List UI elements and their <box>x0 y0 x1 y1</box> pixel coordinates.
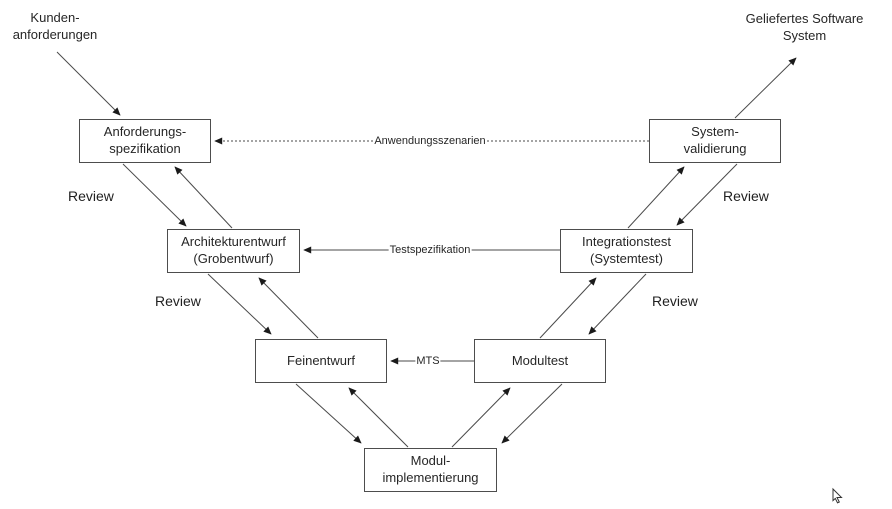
arrow-feinentwurf-down-to-modulimplementierung <box>295 383 362 444</box>
arrow-modultest-up-to-integrationstest <box>539 277 597 339</box>
arrow-kundenanforderungen-to-anforderungsspezifikation <box>56 51 121 116</box>
arrow-architektur-review-up-to-anforderung <box>174 166 233 229</box>
edge-label-anwendungsszenarien: Anwendungsszenarien <box>373 135 487 147</box>
edge-label-mts: MTS <box>415 355 441 367</box>
arrow-anforderung-down-to-architektur <box>122 163 187 227</box>
arrow-feinentwurf-review-up-to-architektur <box>258 277 319 339</box>
arrow-modulimplementierung-up-to-feinentwurf <box>348 387 409 448</box>
edge-label-testspezifikation: Testspezifikation <box>388 244 472 256</box>
node-modultest: Modultest <box>474 339 606 383</box>
arrow-integrationstest-up-to-systemvalidierung <box>627 166 685 229</box>
node-anforderungsspezifikation: Anforderungs- spezifikation <box>79 119 211 163</box>
arrow-modultest-down-to-modulimplementierung <box>501 383 563 444</box>
node-modulimplementierung: Modul- implementierung <box>364 448 497 492</box>
arrow-integrationstest-review-down-to-modultest <box>588 273 647 335</box>
label-review-left-1: Review <box>68 188 114 204</box>
label-review-right-1: Review <box>723 188 769 204</box>
node-feinentwurf: Feinentwurf <box>255 339 387 383</box>
arrow-modulimplementierung-up-to-modultest <box>451 387 511 448</box>
label-review-right-2: Review <box>652 293 698 309</box>
label-geliefertes-software-system: Geliefertes Software System <box>745 11 864 43</box>
label-review-left-2: Review <box>155 293 201 309</box>
arrow-systemvalidierung-review-down-to-integrationstest <box>676 163 738 226</box>
node-systemvalidierung: System- validierung <box>649 119 781 163</box>
arrow-systemvalidierung-to-geliefertes-system <box>734 57 797 119</box>
arrow-architektur-down-to-feinentwurf <box>207 273 272 335</box>
node-architekturentwurf: Architekturentwurf (Grobentwurf) <box>167 229 300 273</box>
mouse-cursor-icon <box>832 487 843 504</box>
node-integrationstest: Integrationstest (Systemtest) <box>560 229 693 273</box>
label-kundenanforderungen: Kunden- anforderungen <box>12 10 98 42</box>
